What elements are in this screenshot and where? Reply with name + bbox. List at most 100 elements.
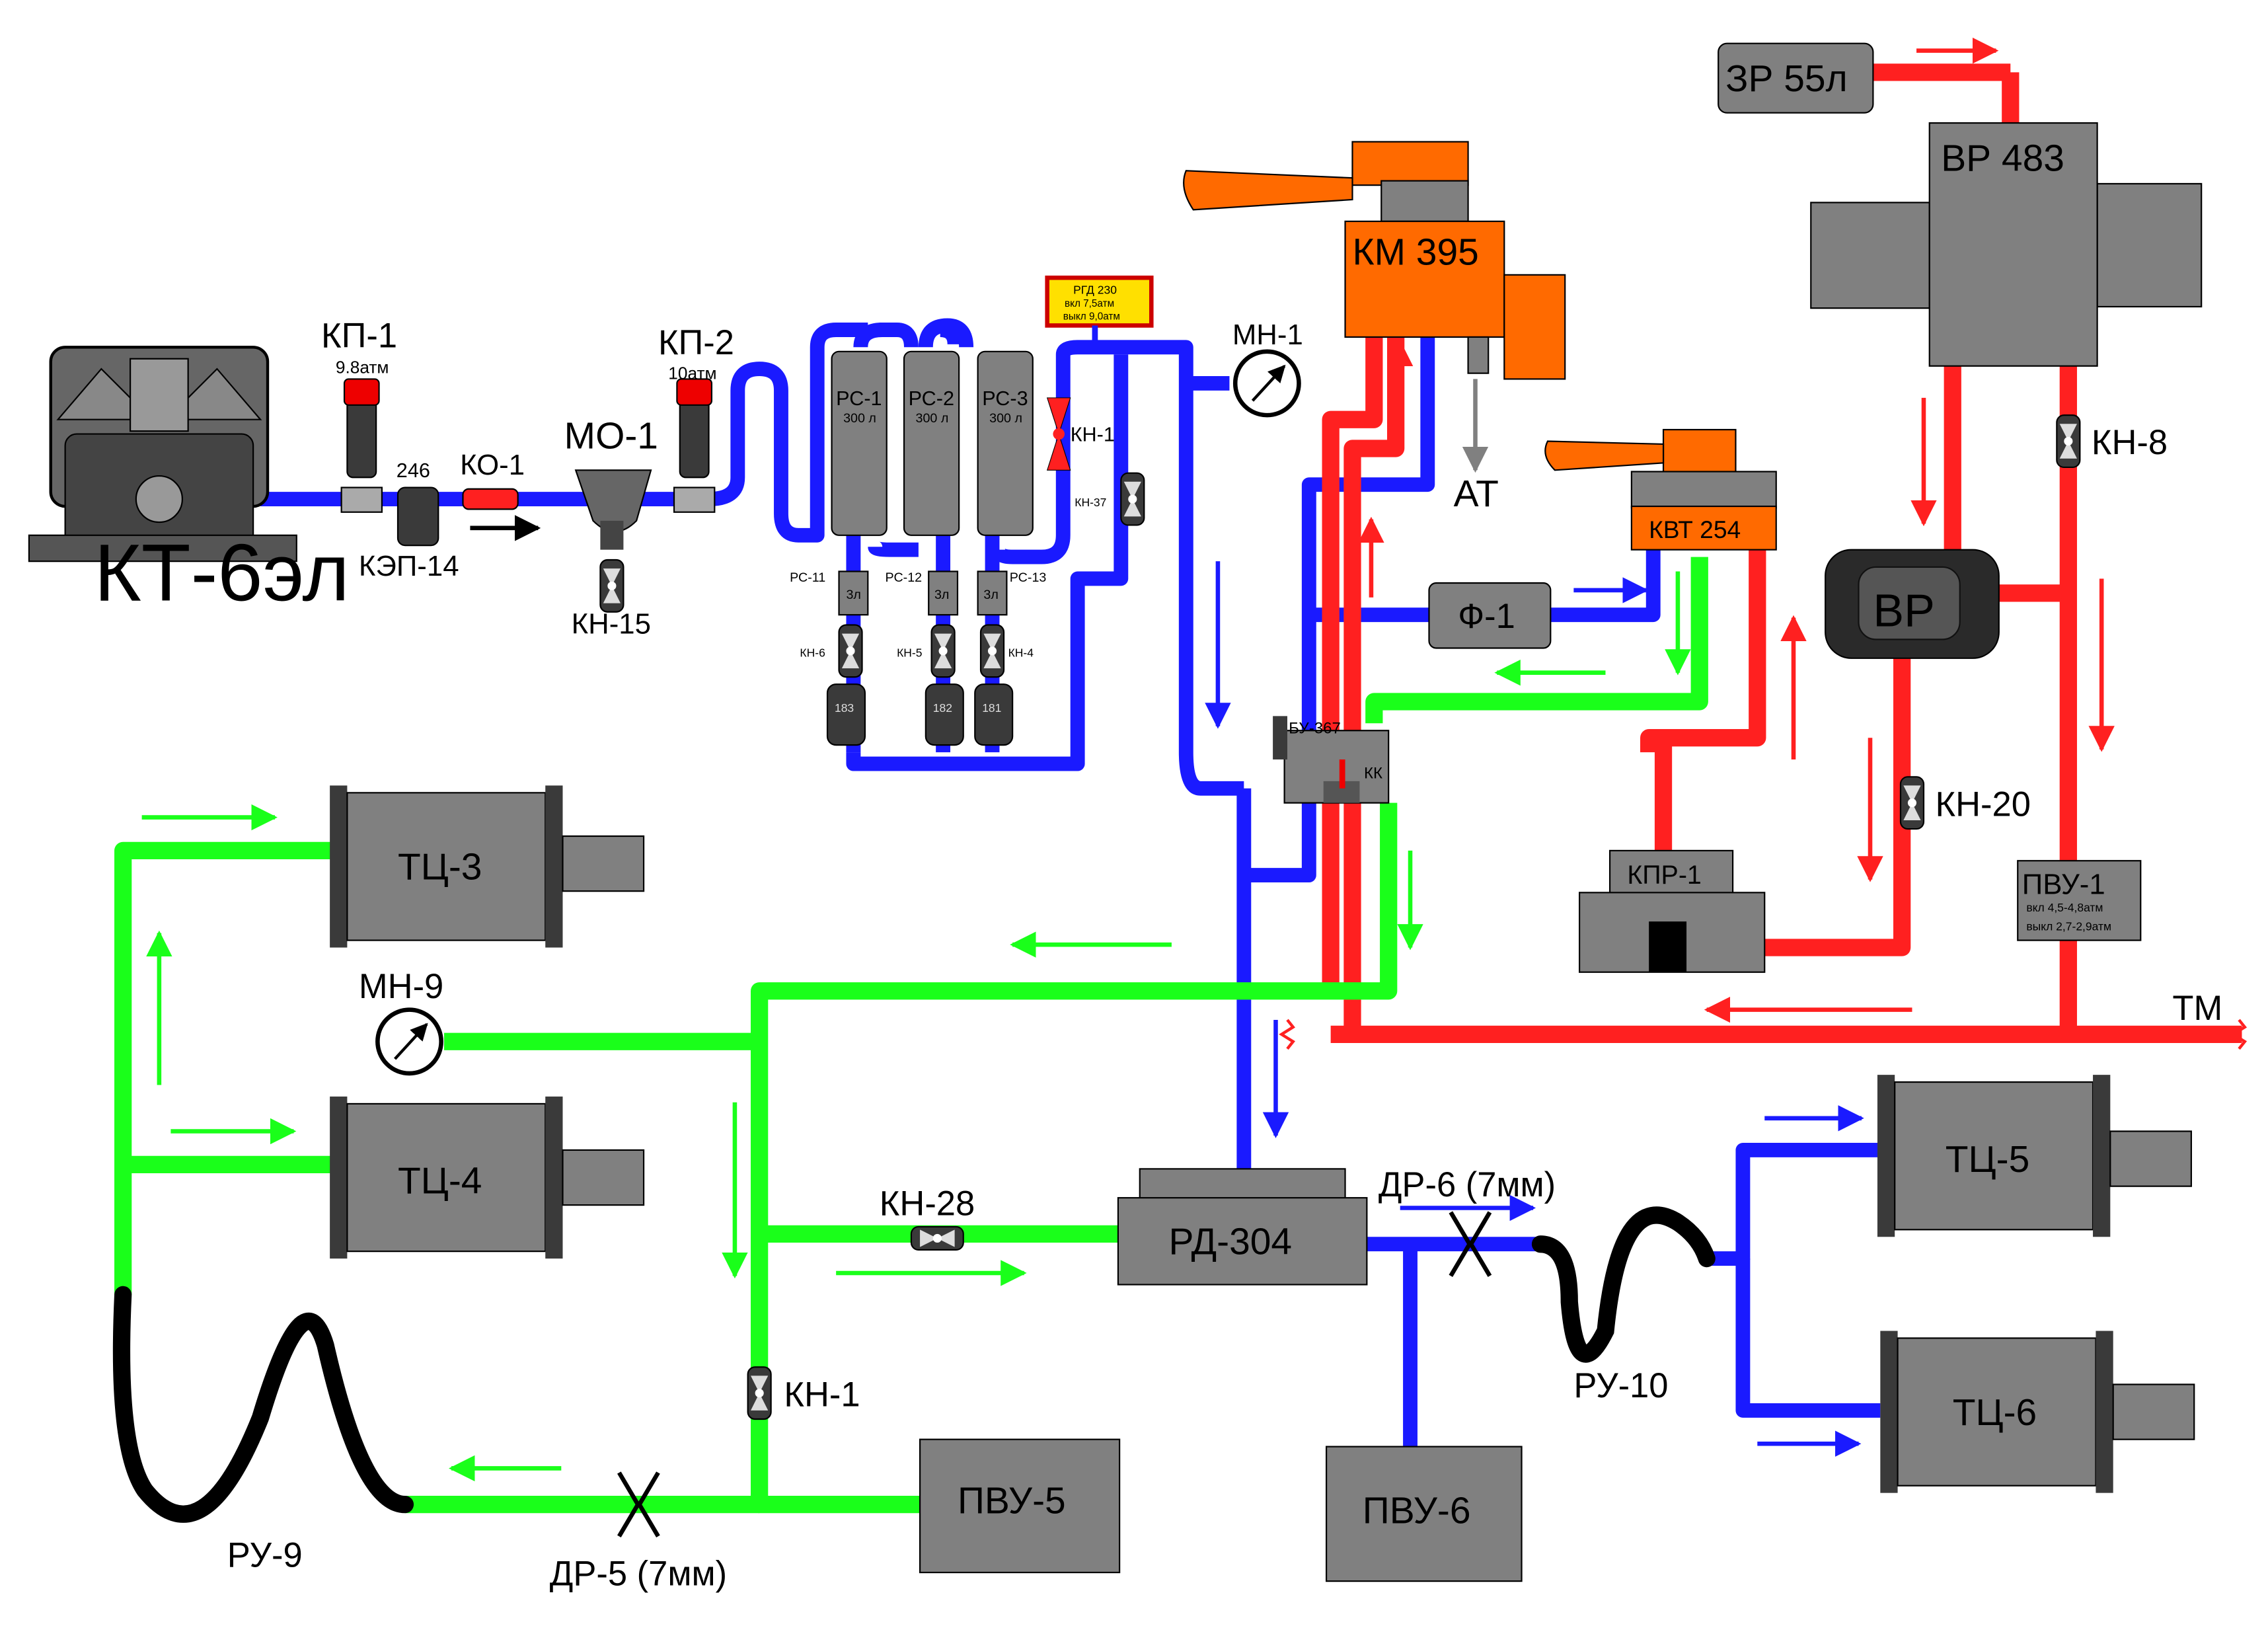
filter-f1: Ф-1 — [1428, 582, 1552, 649]
cock-kn28: КН-28 — [880, 1184, 975, 1251]
svg-text:ТМ: ТМ — [2172, 989, 2222, 1028]
svg-text:КН-8: КН-8 — [2092, 423, 2168, 462]
svg-text:БУ-367: БУ-367 — [1289, 720, 1341, 738]
spare-reservoir-zr55: ЗР 55л — [1718, 42, 1874, 114]
svg-text:3л: 3л — [846, 588, 860, 602]
auxiliary-brake-valve-kvt254: КВТ 254 — [1544, 428, 1777, 551]
kp2-pressure: 10атм — [668, 363, 716, 383]
brake-cylinder-tc5: ТЦ-5 — [1877, 1075, 2192, 1237]
reservoir-rs2: РС-2 300 л 3л РС-12 КН-5 182 — [886, 350, 964, 746]
svg-text:КН-20: КН-20 — [1935, 785, 2030, 824]
svg-text:РС-12: РС-12 — [886, 570, 923, 585]
compressor: КТ-6эл — [28, 346, 350, 617]
hose-ru9-label: РУ-9 — [227, 1535, 303, 1574]
kp2-label: КП-2 — [658, 323, 734, 362]
svg-text:300 л: 300 л — [916, 411, 949, 426]
exhaust-at-label: АТ — [1454, 473, 1499, 515]
reservoir-rs1: РС-1 300 л 3л РС-11 КН-6 183 — [790, 350, 888, 746]
pneumatic-switch-pvu5: ПВУ-5 — [919, 1438, 1121, 1574]
svg-text:182: 182 — [933, 701, 952, 715]
kn15-label: КН-15 — [572, 608, 651, 640]
svg-text:ТЦ-4: ТЦ-4 — [398, 1160, 482, 1202]
svg-text:КН-28: КН-28 — [880, 1184, 975, 1223]
reservoir-rs3: РС-3 300 л 3л РС-13 КН-4 181 — [974, 350, 1047, 746]
svg-text:Ф-1: Ф-1 — [1458, 597, 1515, 636]
svg-text:ПВУ-5: ПВУ-5 — [958, 1479, 1066, 1522]
hose-ru10-label: РУ-10 — [1573, 1366, 1668, 1405]
svg-text:3л: 3л — [934, 588, 949, 602]
kep14-valve: 246 КЭП-14 — [359, 459, 459, 582]
svg-text:ПВУ-1: ПВУ-1 — [2022, 869, 2105, 901]
svg-text:РС-1: РС-1 — [836, 387, 882, 410]
svg-text:ВР: ВР — [1873, 585, 1934, 637]
safety-valve-kp1: КП-1 9.8атм — [321, 316, 397, 513]
svg-text:300 л: 300 л — [843, 411, 876, 426]
ko1-label: КО-1 — [460, 449, 525, 481]
svg-text:КН-1: КН-1 — [1071, 424, 1115, 446]
brake-cylinder-tc3: ТЦ-3 — [330, 785, 645, 948]
compressor-label: КТ-6эл — [94, 527, 350, 617]
svg-text:выкл 9,0атм: выкл 9,0атм — [1063, 311, 1120, 323]
air-distributor-vr483: ВР 483 — [1810, 122, 2203, 367]
mo1-label: МО-1 — [564, 414, 658, 457]
check-valve-ko1: КО-1 — [460, 449, 541, 541]
cock-kn8: КН-8 — [2056, 414, 2168, 469]
svg-text:выкл 2,7-2,9атм: выкл 2,7-2,9атм — [2026, 919, 2111, 933]
svg-text:РС-3: РС-3 — [982, 387, 1028, 410]
cock-kn1-top: КН-1 — [1046, 397, 1115, 471]
svg-text:КВТ 254: КВТ 254 — [1649, 516, 1741, 543]
cock-kn1-bottom: КН-1 — [747, 1366, 860, 1420]
main-reservoirs: РС-1 300 л 3л РС-11 КН-6 183 РС-2 300 л … — [790, 350, 1047, 746]
svg-text:300 л: 300 л — [989, 411, 1022, 426]
brake-pipe-red — [1322, 63, 2242, 1043]
svg-text:РД-304: РД-304 — [1169, 1221, 1293, 1263]
svg-text:181: 181 — [982, 701, 1001, 715]
svg-text:ВР 483: ВР 483 — [1941, 137, 2064, 179]
cylinder-lines-green — [114, 557, 1708, 1514]
cock-kn37: КН-37 — [1075, 472, 1145, 526]
svg-text:КН-5: КН-5 — [897, 646, 922, 660]
pressure-switch-kpr1: КПР-1 — [1578, 849, 1766, 973]
pneumatic-switch-pvu1: ПВУ-1 вкл 4,5-4,8атм выкл 2,7-2,9атм — [2017, 860, 2142, 941]
kep14-code: 246 — [397, 459, 430, 482]
svg-text:183: 183 — [835, 701, 854, 715]
brake-cylinder-tc6: ТЦ-6 — [1880, 1331, 2195, 1493]
svg-text:КМ 395: КМ 395 — [1352, 231, 1478, 274]
svg-text:вкл 4,5-4,8атм: вкл 4,5-4,8атм — [2026, 901, 2103, 914]
svg-text:КК: КК — [1364, 764, 1382, 782]
svg-text:3л: 3л — [983, 588, 998, 602]
svg-text:ТЦ-5: ТЦ-5 — [1946, 1138, 2029, 1181]
hoses-black — [112, 1206, 1716, 1523]
svg-text:РС-2: РС-2 — [909, 387, 954, 410]
svg-text:МН-9: МН-9 — [359, 967, 443, 1006]
svg-text:ПВУ-6: ПВУ-6 — [1363, 1490, 1471, 1532]
svg-text:ТЦ-3: ТЦ-3 — [398, 846, 482, 888]
lock-bu367: БУ-367 КК — [1273, 716, 1390, 804]
svg-text:РС-11: РС-11 — [790, 570, 825, 585]
svg-text:ДР-5 (7мм): ДР-5 (7мм) — [550, 1555, 727, 1594]
svg-text:КН-1: КН-1 — [784, 1375, 860, 1414]
svg-text:МН-1: МН-1 — [1232, 319, 1303, 351]
svg-text:ТЦ-6: ТЦ-6 — [1953, 1391, 2037, 1434]
air-distributor-vr: ВР — [1825, 549, 2000, 659]
drivers-brake-valve-km395: КМ 395 — [1183, 141, 1566, 380]
svg-text:вкл 7,5атм: вкл 7,5атм — [1065, 298, 1114, 309]
repeater-rd304: РД-304 — [1117, 1168, 1368, 1286]
svg-text:ДР-6 (7мм): ДР-6 (7мм) — [1379, 1165, 1556, 1204]
oil-separator-mo1: МО-1 КН-15 — [564, 414, 658, 640]
gauge-mn9: МН-9 — [359, 967, 443, 1076]
svg-text:РС-13: РС-13 — [1010, 570, 1047, 585]
safety-valve-kp2: КП-2 10атм — [658, 323, 734, 513]
kp1-pressure: 9.8атм — [336, 358, 389, 377]
svg-text:ЗР 55л: ЗР 55л — [1725, 58, 1848, 100]
brake-pipe-end: ТМ — [1279, 989, 2248, 1050]
svg-text:КПР-1: КПР-1 — [1627, 861, 1702, 890]
flow-arrows — [141, 37, 2115, 1482]
svg-text:КН-4: КН-4 — [1008, 646, 1034, 660]
svg-text:КН-6: КН-6 — [800, 646, 825, 660]
svg-text:РГД 230: РГД 230 — [1073, 283, 1117, 296]
pressure-regulator-rgd230: РГД 230 вкл 7,5атм выкл 9,0атм — [1045, 275, 1154, 348]
cock-kn20: КН-20 — [1899, 776, 2031, 830]
choke-dr5: ДР-5 (7мм) — [550, 1471, 727, 1594]
